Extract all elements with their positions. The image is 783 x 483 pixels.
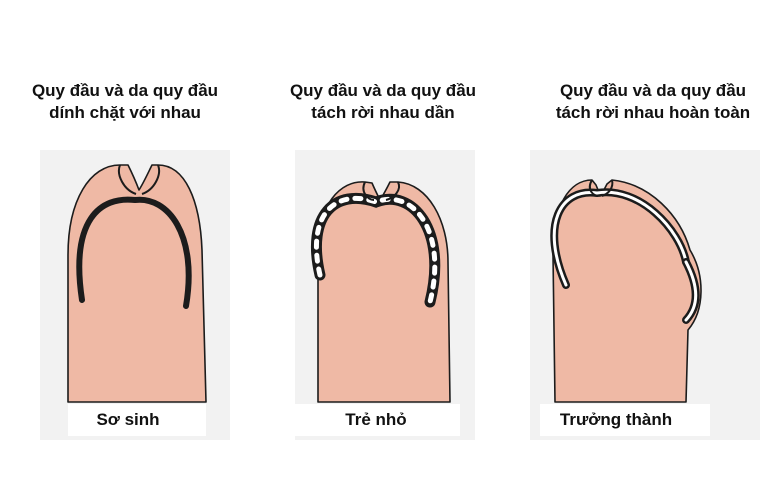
caption-background-1 bbox=[68, 404, 206, 436]
foreskin-tip-right-child bbox=[385, 181, 400, 201]
adhesion-layer-newborn bbox=[76, 196, 192, 309]
foreskin-tip-right-newborn bbox=[141, 164, 160, 195]
panel-title-adult: Quy đầu và da quy đầu tách rời nhau hoàn… bbox=[528, 80, 778, 124]
caption-background-3 bbox=[540, 404, 710, 436]
foreskin-tip-left-adult bbox=[588, 179, 599, 197]
separation-pockets-child bbox=[313, 195, 438, 305]
caption-adult: Trưởng thành bbox=[559, 410, 673, 429]
title-line1: Quy đầu và da quy đầu bbox=[289, 81, 477, 100]
title-line1: Quy đầu và da quy đầu bbox=[559, 81, 747, 100]
title-line2: tách rời nhau hoàn toàn bbox=[555, 103, 751, 122]
shaft-adult bbox=[552, 179, 702, 403]
shaft-newborn bbox=[67, 164, 207, 403]
title-line1: Quy đầu và da quy đầu bbox=[31, 81, 219, 100]
panel-title-newborn: Quy đầu và da quy đầu dính chặt với nhau bbox=[0, 80, 250, 124]
title-line2: tách rời nhau dần bbox=[311, 103, 455, 122]
foreskin-tip-left-newborn bbox=[118, 164, 137, 195]
foreskin-tip-left-child bbox=[362, 181, 375, 201]
foreskin-tip-right-adult bbox=[601, 179, 614, 197]
glans-gap-adult bbox=[552, 190, 688, 287]
panel-title-child: Quy đầu và da quy đầu tách rời nhau dần bbox=[258, 80, 508, 124]
title-line2: dính chặt với nhau bbox=[49, 103, 201, 122]
foreskin-fold-gap-adult bbox=[684, 260, 698, 322]
caption-newborn: Sơ sinh bbox=[96, 410, 160, 429]
caption-background-2 bbox=[290, 404, 460, 436]
caption-child: Trẻ nhỏ bbox=[345, 410, 407, 429]
